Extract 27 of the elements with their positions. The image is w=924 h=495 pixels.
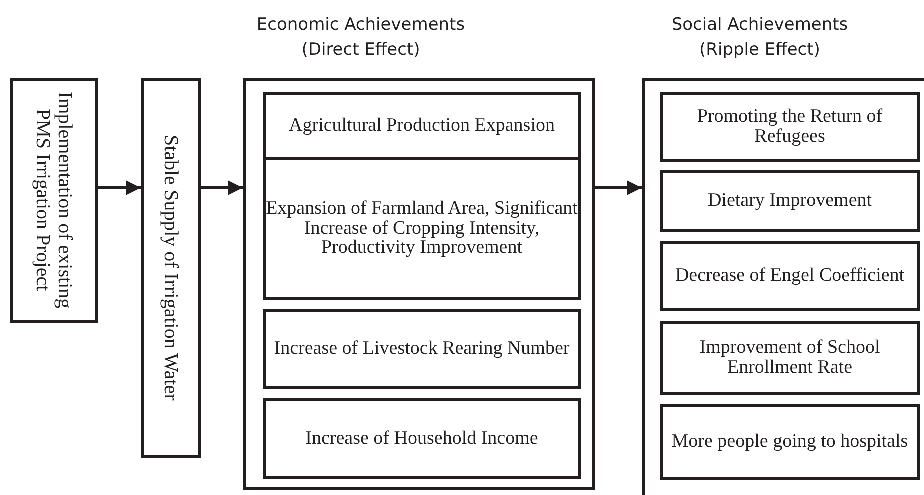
process-box xyxy=(263,157,581,300)
box-text: Expansion of Farmland Area, Significant Increase of Cropping Intensity, Productivity Improvement xyxy=(266,198,578,258)
process-box xyxy=(660,404,920,480)
box-text: Increase of Livestock Rearing Number xyxy=(274,339,570,359)
box-text: Increase of Household Income xyxy=(306,428,538,448)
section-heading: Economic Achievements (Direct Effect) xyxy=(256,14,466,62)
box-text: Promoting the Return of Refugees xyxy=(696,107,884,147)
process-box xyxy=(660,321,920,395)
box-text: Improvement of School Enrollment Rate xyxy=(698,338,882,378)
box-text: Agricultural Production Expansion xyxy=(289,116,555,136)
box-text: Implementation of existing PMS Irrigation Project xyxy=(32,91,76,311)
arrow xyxy=(98,180,141,196)
box-text: Dietary Improvement xyxy=(708,191,872,211)
box-text: Stable Supply of Irrigation Water xyxy=(160,135,182,401)
box-text: More people going to hospitals xyxy=(672,432,908,452)
process-box xyxy=(10,78,98,323)
section-heading: Social Achievements (Ripple Effect) xyxy=(670,14,850,62)
arrow xyxy=(595,180,642,196)
process-box xyxy=(263,398,581,479)
process-box xyxy=(660,92,920,162)
process-box xyxy=(660,170,920,232)
arrow xyxy=(201,180,243,196)
box-text: Decrease of Engel Coefficient xyxy=(675,266,905,286)
process-box xyxy=(141,78,201,458)
process-box xyxy=(263,309,581,389)
process-box xyxy=(660,241,920,311)
process-box xyxy=(263,92,581,160)
